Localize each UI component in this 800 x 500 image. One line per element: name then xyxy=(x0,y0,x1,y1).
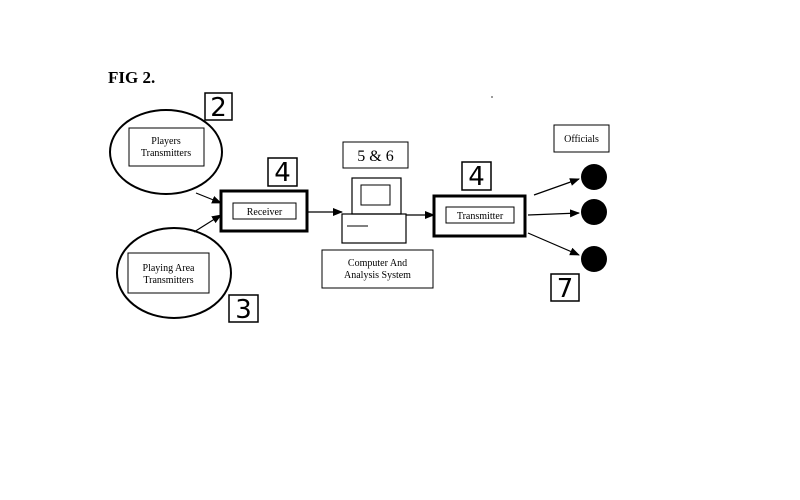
ref-3-label: 3 xyxy=(235,295,252,325)
arrow-players-to-receiver xyxy=(195,192,222,204)
officials-label: Officials xyxy=(564,134,599,145)
ref-4-transmitter-label: 4 xyxy=(468,162,485,192)
ref-3-callout: 3 xyxy=(228,294,259,325)
arrow-playing-area-to-receiver xyxy=(193,214,222,233)
computer-label-box xyxy=(321,249,434,289)
ref-7-box xyxy=(550,273,580,302)
computer-base xyxy=(341,213,407,244)
ref-5-6-box xyxy=(342,141,409,169)
playing-area-label-line2: Transmitters xyxy=(143,275,193,286)
ref-5-6-callout: 5 & 6 xyxy=(342,141,409,169)
computer-icon xyxy=(341,177,407,244)
ref-7-callout: 7 xyxy=(550,273,580,304)
figure-title: FIG 2. xyxy=(108,68,155,87)
ref-2-box xyxy=(204,92,233,121)
ref-4-receiver-callout: 4 xyxy=(267,157,298,188)
receiver-outer-box xyxy=(219,189,309,233)
receiver-inner-box xyxy=(232,202,297,220)
ref-4-transmitter-callout: 4 xyxy=(461,161,492,192)
arrow-to-official-1 xyxy=(533,178,580,196)
computer-analysis-label-box: Computer And Analysis System xyxy=(321,249,434,289)
playing-area-ellipse xyxy=(116,227,232,319)
ref-2-label: 2 xyxy=(210,93,227,123)
ref-7-label: 7 xyxy=(557,274,574,304)
playing-area-transmitters-node: Playing Area Transmitters xyxy=(116,227,232,319)
computer-label-line2: Analysis System xyxy=(344,270,411,281)
arrow-to-official-3 xyxy=(527,232,580,256)
officials-box xyxy=(553,124,610,153)
officials-label-box: Officials xyxy=(553,124,610,153)
ref-4-receiver-label: 4 xyxy=(274,158,291,188)
receiver-node: Receiver xyxy=(219,189,309,233)
players-box xyxy=(128,127,205,167)
monitor-screen xyxy=(360,184,391,206)
ref-2-callout: 2 xyxy=(204,92,233,123)
ref-5-6-label: 5 & 6 xyxy=(357,148,393,165)
scan-speck xyxy=(491,96,493,98)
players-transmitters-node: Players Transmitters xyxy=(109,109,223,195)
official-receiver-1 xyxy=(581,164,607,190)
players-ellipse xyxy=(109,109,223,195)
playing-area-label-line1: Playing Area xyxy=(143,263,195,274)
monitor-outer xyxy=(351,177,402,215)
players-label-line1: Players xyxy=(151,136,181,147)
official-receiver-3 xyxy=(581,246,607,272)
computer-label-line1: Computer And xyxy=(348,258,407,269)
ref-3-box xyxy=(228,294,259,323)
ref-4-receiver-box xyxy=(267,157,298,187)
transmitter-label: Transmitter xyxy=(457,211,504,222)
players-label-line2: Transmitters xyxy=(141,148,191,159)
playing-area-box xyxy=(127,252,210,294)
receiver-label: Receiver xyxy=(247,207,283,218)
official-receiver-2 xyxy=(581,199,607,225)
transmitter-node: Transmitter xyxy=(432,194,527,238)
transmitter-inner-box xyxy=(445,206,515,224)
ref-4-transmitter-box xyxy=(461,161,492,191)
arrow-to-official-2 xyxy=(527,209,580,218)
transmitter-outer-box xyxy=(432,194,527,238)
